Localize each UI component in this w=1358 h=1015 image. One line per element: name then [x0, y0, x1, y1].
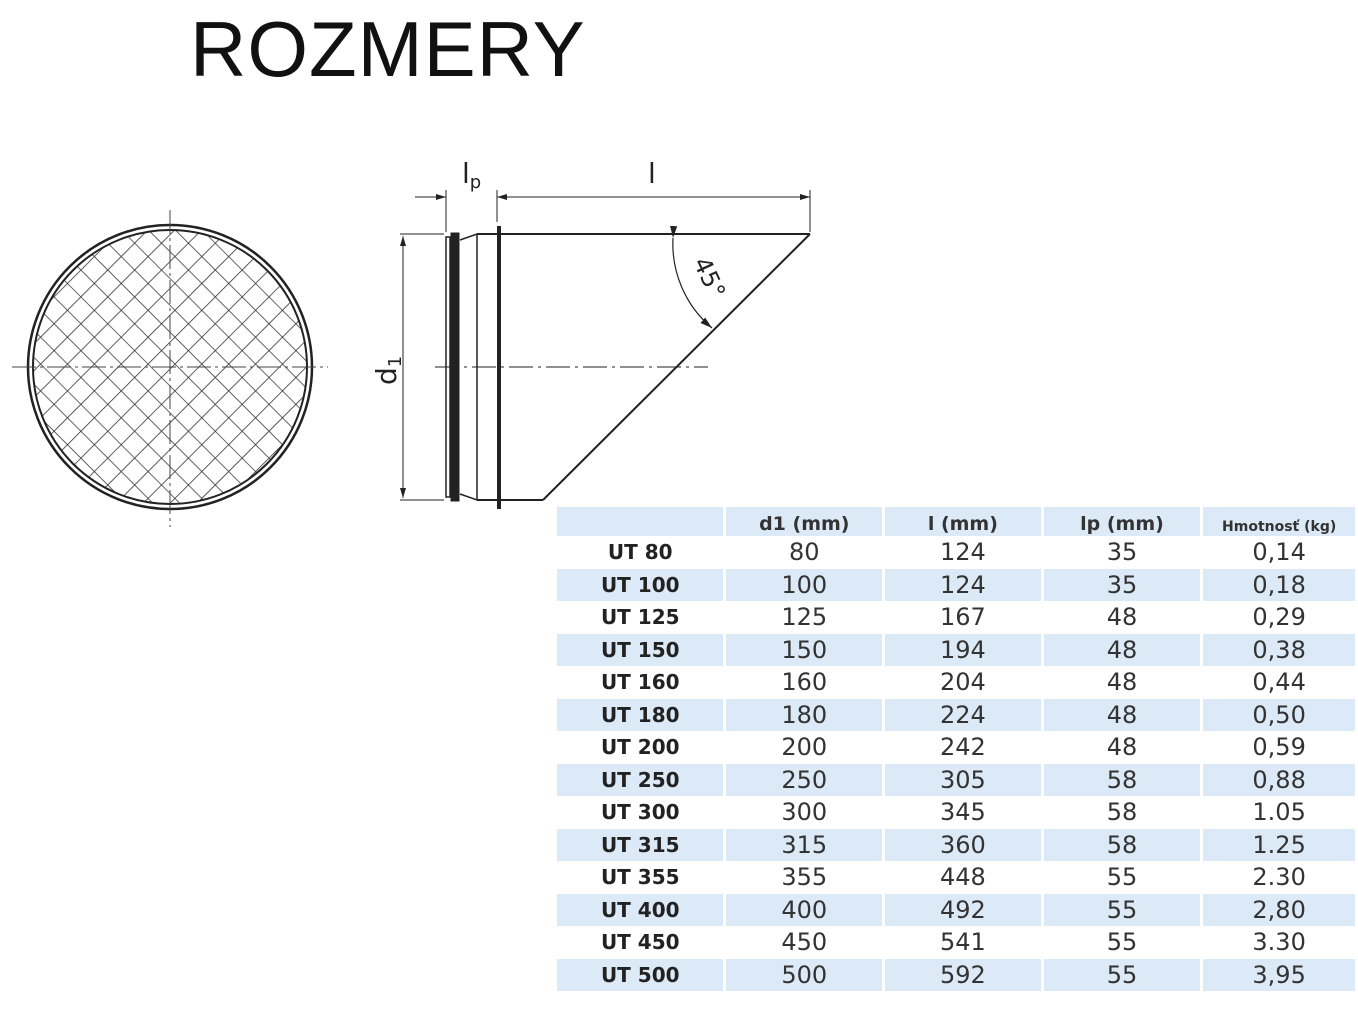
cell-l: 224 — [885, 698, 1041, 731]
cell-model: UT 500 — [557, 958, 724, 991]
cell-weight: 1.05 — [1252, 798, 1306, 827]
angle-label: 45° — [688, 253, 731, 303]
cell-weight: 0,88 — [1203, 763, 1355, 796]
cell-weight: 3,95 — [1203, 958, 1355, 991]
header-weight: Hmotnosť (kg) — [1203, 507, 1355, 536]
cell-d1: 450 — [781, 928, 828, 957]
cell-model: UT 150 — [557, 633, 724, 666]
header-d1: d1 (mm) — [726, 507, 883, 536]
cell-d1: 180 — [726, 698, 883, 731]
cell-l: 124 — [885, 568, 1041, 601]
cell-d1: 150 — [726, 633, 883, 666]
cell-d1: 315 — [726, 828, 883, 861]
cell-l: 194 — [885, 633, 1041, 666]
cell-d1: 100 — [726, 568, 883, 601]
cell-model: UT 400 — [557, 893, 724, 926]
cell-lp: 48 — [1106, 733, 1138, 762]
cell-model: UT 250 — [557, 763, 724, 796]
cell-lp: 48 — [1043, 698, 1201, 731]
table-row: UT 80 80 124 35 0,14 — [557, 536, 1355, 569]
cell-weight: 0,18 — [1203, 568, 1355, 601]
table-row: UT 160 160 204 48 0,44 — [557, 666, 1355, 699]
table-row: UT 300 300 345 58 1.05 — [557, 796, 1355, 829]
cell-lp: 55 — [1043, 958, 1201, 991]
cell-d1: 400 — [726, 893, 883, 926]
cell-weight: 0,38 — [1203, 633, 1355, 666]
cell-l: 345 — [939, 798, 986, 827]
cell-model: UT 450 — [600, 930, 680, 955]
cell-weight: 0,59 — [1252, 733, 1306, 762]
cell-l: 448 — [939, 863, 986, 892]
cell-d1: 125 — [781, 603, 828, 632]
cell-lp: 48 — [1106, 603, 1138, 632]
cell-lp: 58 — [1106, 798, 1138, 827]
cell-lp: 58 — [1043, 763, 1201, 796]
cell-l: 360 — [885, 828, 1041, 861]
cell-model: UT 125 — [600, 605, 680, 630]
header-lp: lp (mm) — [1043, 507, 1201, 536]
cell-lp: 35 — [1043, 568, 1201, 601]
cell-d1: 200 — [781, 733, 828, 762]
label-l: l — [648, 157, 656, 190]
cell-d1: 80 — [789, 538, 820, 567]
cell-d1: 250 — [726, 763, 883, 796]
label-d1: d1 — [370, 356, 406, 385]
cell-weight: 0,14 — [1252, 538, 1306, 567]
cell-d1: 355 — [781, 863, 828, 892]
cell-model: UT 100 — [557, 568, 724, 601]
table-row: UT 450 450 541 55 3.30 — [557, 926, 1355, 959]
cell-model: UT 160 — [600, 670, 680, 695]
cell-weight: 3.30 — [1252, 928, 1306, 957]
cell-l: 492 — [885, 893, 1041, 926]
table-row: UT 125 125 167 48 0,29 — [557, 601, 1355, 634]
side-view — [400, 190, 811, 509]
cell-l: 541 — [939, 928, 986, 957]
cell-model: UT 315 — [557, 828, 724, 861]
cell-model: UT 355 — [600, 865, 680, 890]
cell-l: 204 — [939, 668, 986, 697]
dimensions-table: d1 (mm) l (mm) lp (mm) Hmotnosť (kg) UT … — [554, 507, 1358, 991]
cell-l: 242 — [939, 733, 986, 762]
cell-model: UT 200 — [600, 735, 680, 760]
cell-lp: 48 — [1106, 668, 1138, 697]
cell-lp: 55 — [1106, 928, 1138, 957]
cell-d1: 160 — [781, 668, 828, 697]
cell-lp: 55 — [1043, 893, 1201, 926]
cell-weight: 0,29 — [1252, 603, 1306, 632]
cell-l: 305 — [885, 763, 1041, 796]
cell-lp: 58 — [1043, 828, 1201, 861]
cell-d1: 500 — [726, 958, 883, 991]
header-l: l (mm) — [885, 507, 1041, 536]
cell-weight: 0,50 — [1203, 698, 1355, 731]
page-title: ROZMERY — [190, 5, 586, 93]
cell-model: UT 180 — [557, 698, 724, 731]
cell-weight: 1.25 — [1203, 828, 1355, 861]
cell-l: 124 — [939, 538, 986, 567]
cell-l: 592 — [885, 958, 1041, 991]
cell-weight: 2,80 — [1203, 893, 1355, 926]
cell-model: UT 300 — [600, 800, 680, 825]
table-header-row: d1 (mm) l (mm) lp (mm) Hmotnosť (kg) — [557, 507, 1355, 536]
cell-weight: 2.30 — [1252, 863, 1306, 892]
table-row: UT 355 355 448 55 2.30 — [557, 861, 1355, 894]
cell-d1: 300 — [781, 798, 828, 827]
cell-l: 167 — [939, 603, 986, 632]
cell-lp: 55 — [1106, 863, 1138, 892]
cell-lp: 48 — [1043, 633, 1201, 666]
cell-weight: 0,44 — [1252, 668, 1306, 697]
cell-lp: 35 — [1106, 538, 1138, 567]
front-view-mesh-grille — [12, 210, 328, 527]
header-model — [557, 507, 724, 536]
label-lp: lp — [462, 157, 481, 193]
cell-model: UT 80 — [607, 540, 673, 565]
table-row: UT 200 200 242 48 0,59 — [557, 731, 1355, 764]
